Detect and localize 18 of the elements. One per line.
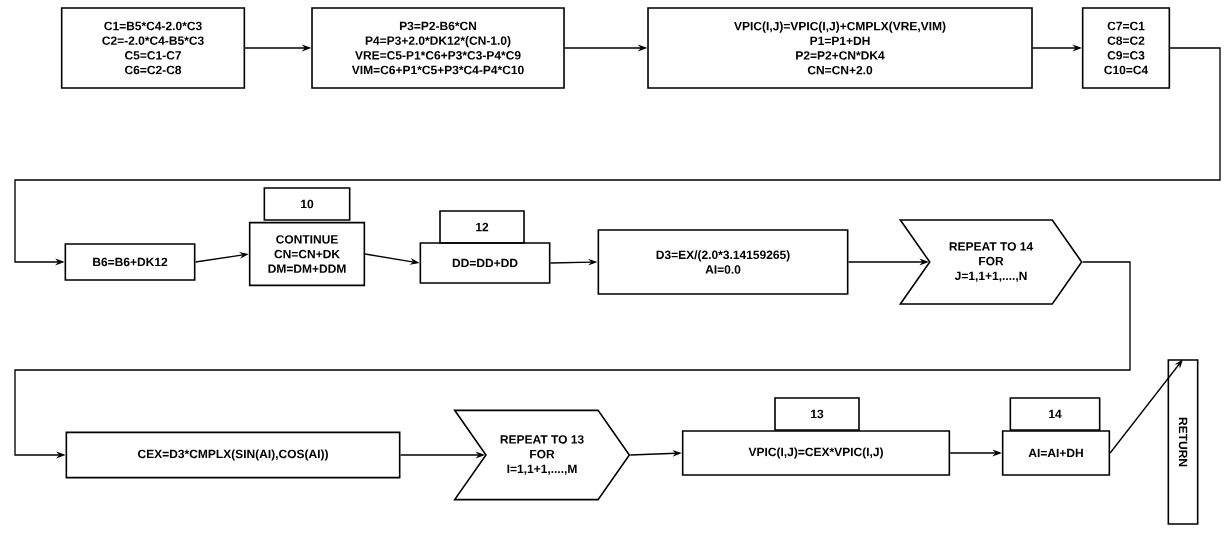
process-box: P3=P2-B6*CN P4=P3+2.0*DK12*(CN-1.0) VRE=C5-P1*C6+P3*C3-P4*C9 VIM=C6+P1*C5+P3*C4-P4*C10: [311, 7, 565, 89]
process-box: C1=B5*C4-2.0*C3 C2=-2.0*C4-B5*C3 C5=C1-C7 C6=C2-C8: [60, 7, 246, 89]
label-tab: 13: [774, 397, 860, 431]
process-box: C7=C1 C8=C2 C9=C3 C10=C4: [1081, 7, 1171, 89]
process-box: DD=DD+DD: [419, 242, 551, 284]
label-tab: 10: [263, 187, 351, 221]
process-box: CEX=D3*CMPLX(SIN(AI),COS(AI)): [65, 431, 401, 479]
process-box: VPIC(I,J)=CEX*VPIC(I,J): [681, 430, 951, 476]
label-tab: 12: [439, 210, 525, 244]
return-box: RETURN: [1167, 359, 1199, 525]
loop-chevron: REPEAT TO 14 FOR J=1,1+1,....,N: [898, 219, 1083, 305]
process-box: B6=B6+DK12: [64, 243, 196, 281]
process-box: CONTINUE CN=CN+DK DM=DM+DDM: [248, 221, 366, 287]
loop-chevron: REPEAT TO 13 FOR I=1,1+1,....,M: [453, 409, 631, 501]
label-tab: 14: [1009, 397, 1101, 431]
process-box: AI=AI+DH: [1001, 430, 1111, 476]
process-box: D3=EX/(2.0*3.14159265) AI=0.0: [597, 229, 849, 295]
process-box: VPIC(I,J)=VPIC(I,J)+CMPLX(VRE,VIM) P1=P1+DH P2=P2+CN*DK4 CN=CN+2.0: [647, 7, 1033, 89]
